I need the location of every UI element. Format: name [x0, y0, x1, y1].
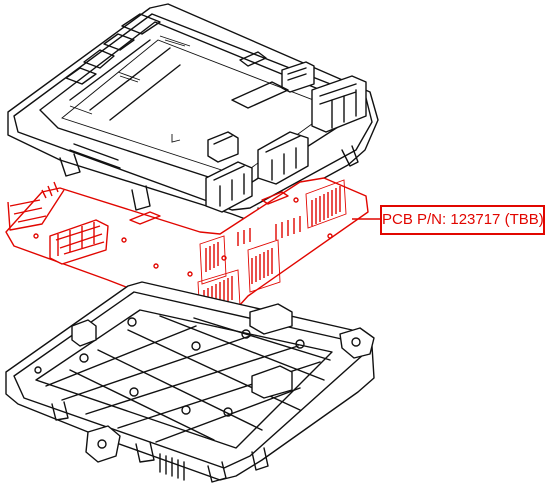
top-cover [7, 3, 379, 223]
pcb-part-number-callout: PCB P/N: 123717 (TBB) [380, 205, 545, 235]
base-tray [5, 281, 375, 483]
